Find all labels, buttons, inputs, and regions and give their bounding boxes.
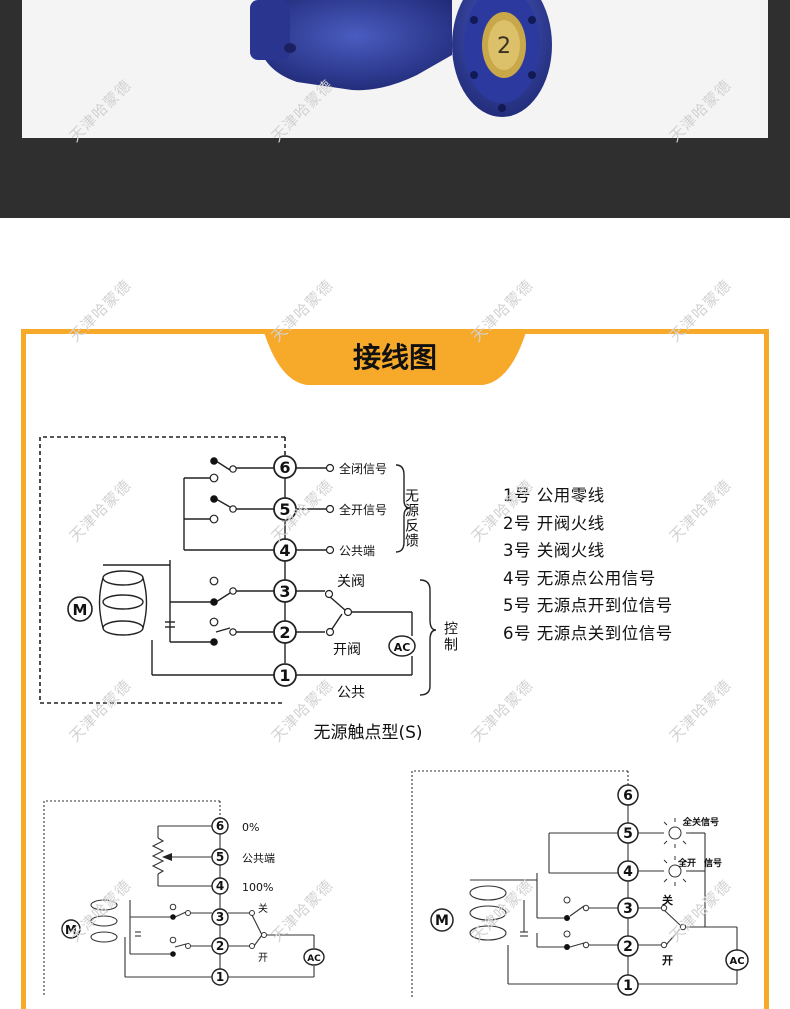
terminal-5-label: 5 [279,500,290,519]
legend-item-3: 3号 关阀火线 [503,541,605,560]
full-open-signal-label: 全开信号 [339,502,387,517]
terminal-5: 5 [273,497,297,521]
open-valve-label: 开阀 [333,642,361,658]
terminal-2: 2 [273,620,297,644]
main-wiring-diagram: 6 5 4 3 2 1 M AC 全闭信号 全开信号 公共端 关阀 开阀 公共 … [39,436,458,743]
lamp-motor-label: M [435,913,449,929]
terminal-6: 6 [273,455,297,479]
terminal-6-label: 6 [279,458,290,477]
pot-terminal-3: 3 [216,910,224,924]
lamp-signal-label: 信号 [704,857,722,869]
close-valve-label: 关阀 [337,574,365,590]
pot-terminal-4: 4 [216,879,224,893]
lamp-icons [660,818,690,886]
terminal-1-label: 1 [279,666,290,685]
pot-zero-percent-label: 0% [242,821,259,834]
terminal-4-label: 4 [279,541,290,560]
motor-symbol [67,596,93,622]
lamp-terminal-5: 5 [623,826,633,842]
lamp-open-label: 开 [662,954,673,967]
pot-terminal-1: 1 [216,970,224,984]
lamp-terminal-6: 6 [623,788,633,804]
pot-motor-label: M [65,923,77,937]
terminal-3: 3 [273,579,297,603]
panel-title: 接线图 [352,341,437,374]
common-terminal-label: 公共端 [339,544,375,558]
legend-item-5: 5号 无源点开到位信号 [503,596,673,615]
feedback-brace-label: 无源反馈 [403,488,419,548]
signal-lamp-diagram: 6 5 4 3 2 1 M AC 全关信号 全开 信号 关 开 [411,770,749,999]
terminal-1: 1 [273,663,297,687]
lamp-close-label: 关 [662,893,673,907]
valve-illustration: 2 [250,0,552,117]
potentiometer-diagram: 6 5 4 3 2 1 M AC 0% 公共端 100% 关 开 [43,800,325,996]
lamp-full-open-label: 全开 [677,857,696,869]
legend-item-1: 1号 公用零线 [503,486,605,505]
full-close-signal-label: 全闭信号 [339,461,387,476]
legend-item-4: 4号 无源点公用信号 [503,568,656,588]
terminal-3-label: 3 [279,582,290,601]
terminal-4: 4 [273,538,297,562]
main-diagram-caption: 无源触点型(S) [313,723,422,743]
ac-label: AC [394,641,411,654]
common-label: 公共 [337,685,365,701]
pot-close-label: 关 [258,902,268,915]
terminal-legend: 1号 公用零线 2号 开阀火线 3号 关阀火线 4号 无源点公用信号 5号 无源… [503,482,673,647]
pot-ac-label: AC [307,954,321,964]
lamp-terminal-1: 1 [623,978,633,994]
pot-terminal-6: 6 [216,819,224,833]
valve-photo: 2 [22,0,768,138]
lamp-terminal-2: 2 [623,939,633,955]
legend-item-2: 2号 开阀火线 [503,513,605,533]
wiring-panel [21,329,769,1009]
legend-item-6: 6号 无源点关到位信号 [503,623,673,643]
control-brace-label: 控制 [442,621,458,653]
pot-open-label: 开 [258,953,268,964]
pot-terminal-2: 2 [216,939,224,953]
pot-common-terminal-label: 公共端 [242,852,275,865]
lamp-terminal-3: 3 [623,901,633,917]
lamp-full-close-signal-label: 全关信号 [682,816,719,828]
ac-source [388,635,416,657]
terminal-2-label: 2 [279,623,290,642]
lamp-ac-label: AC [729,956,744,967]
motor-label: M [73,601,88,619]
pot-terminal-5: 5 [216,850,224,864]
valve-badge-number: 2 [497,34,511,59]
pot-hundred-percent-label: 100% [242,881,273,894]
title-tab [263,329,527,385]
lamp-terminal-4: 4 [623,864,633,880]
